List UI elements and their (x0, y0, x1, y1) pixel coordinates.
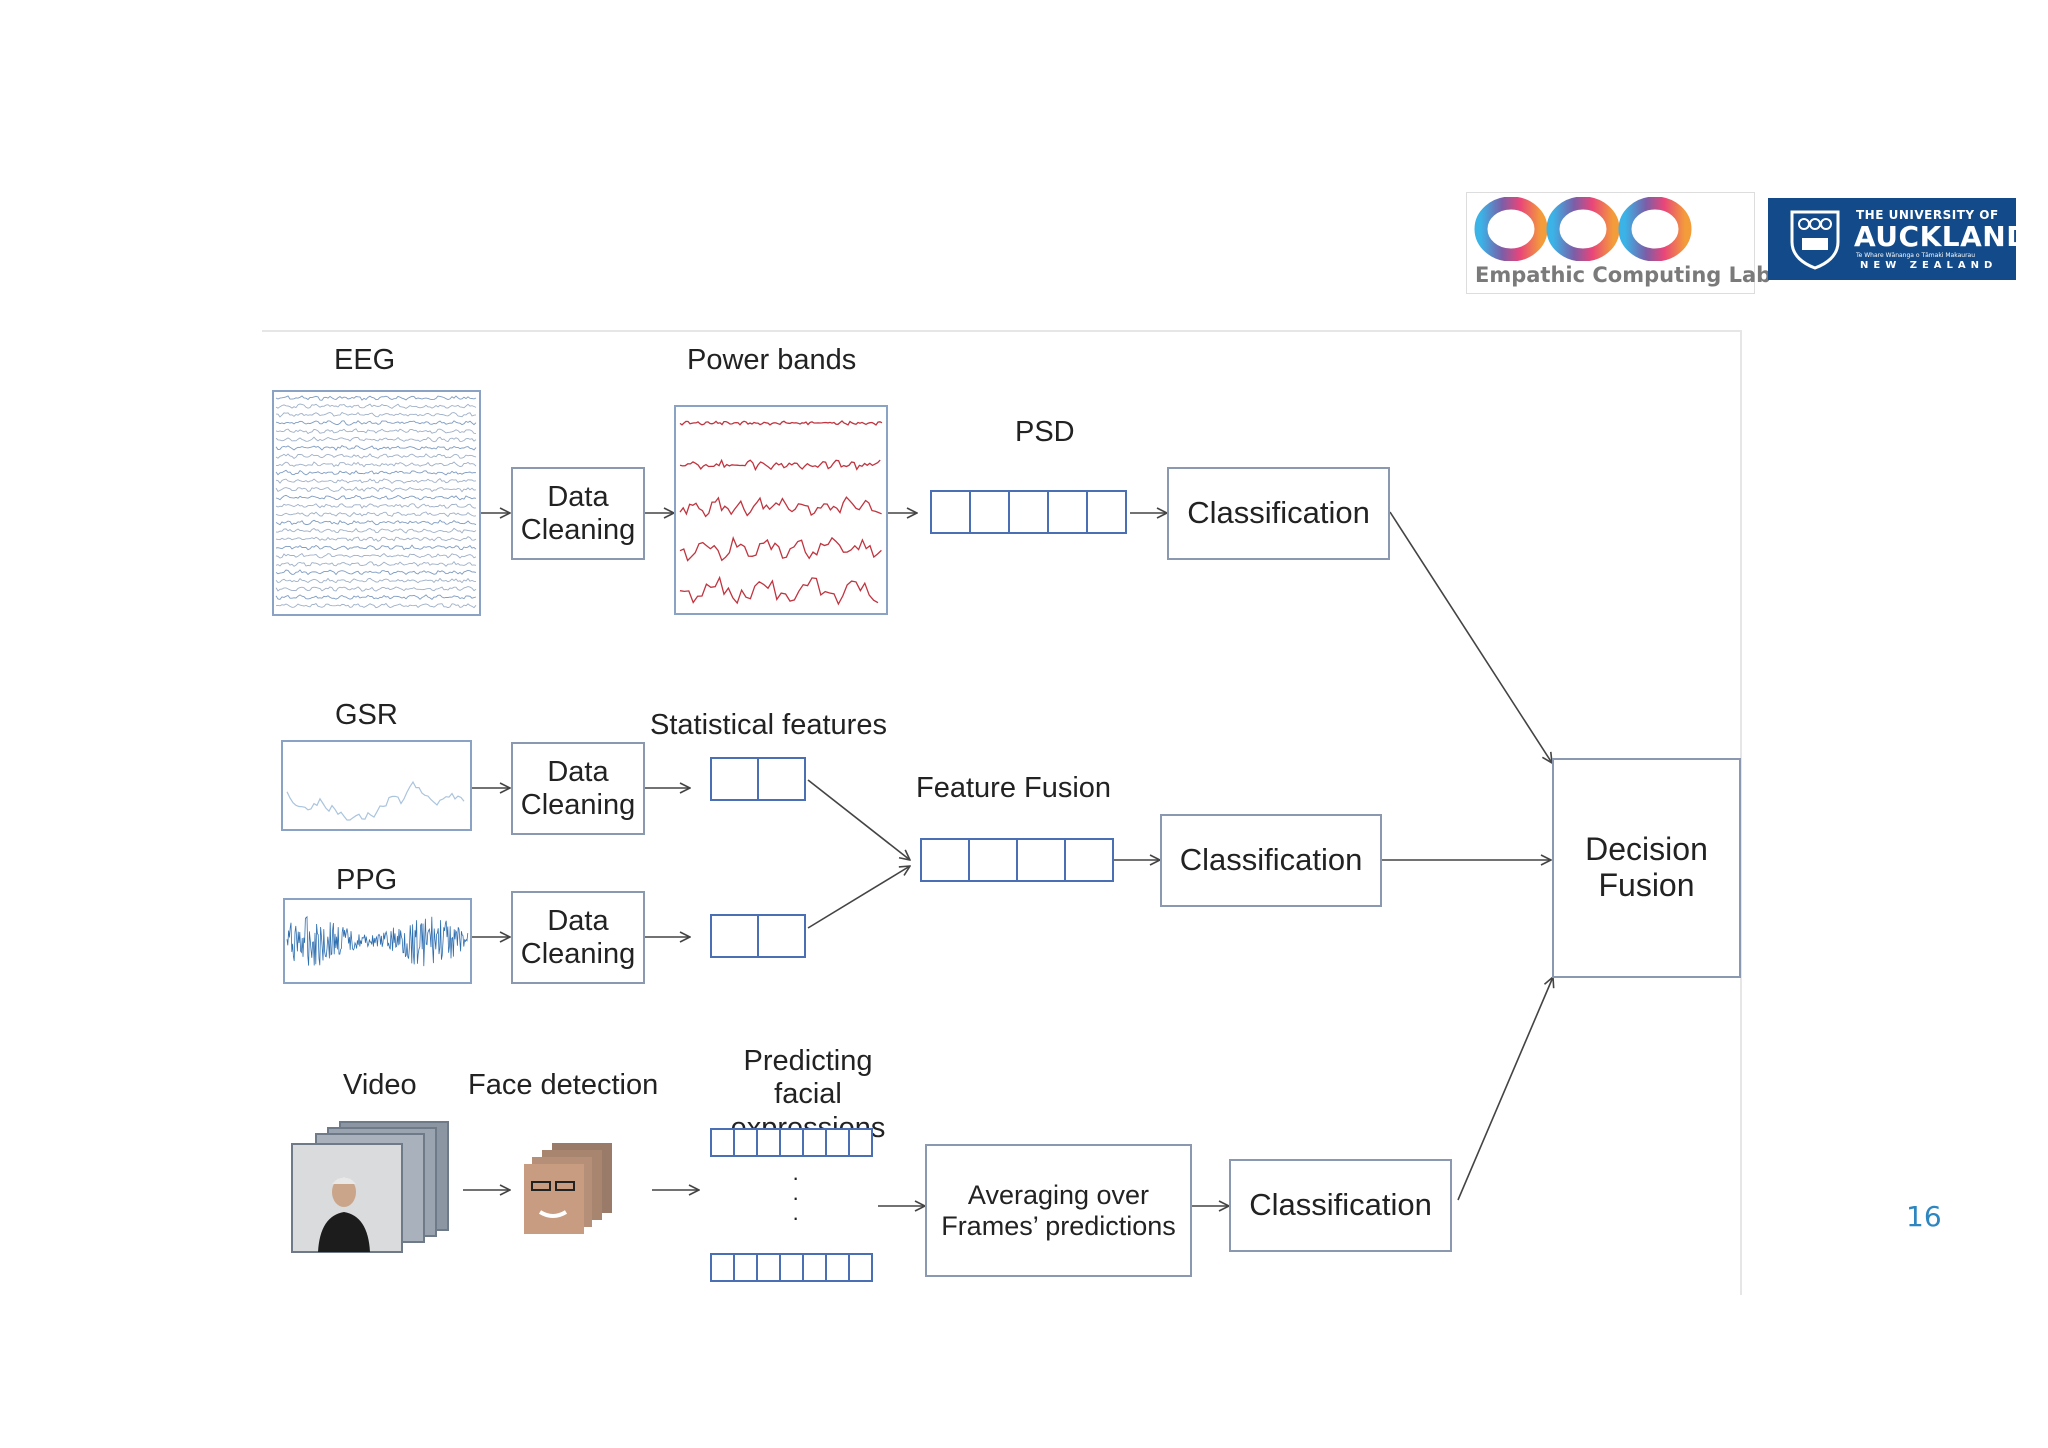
physio-classification-text: Classification (1179, 842, 1363, 878)
decision-fusion-text: Decision Fusion (1585, 831, 1708, 903)
statistical-features-label: Statistical features (650, 709, 887, 741)
eeg-channel-trace (275, 586, 477, 592)
eeg-channel-trace (275, 420, 477, 426)
eeg-channel-trace (275, 494, 477, 501)
ppg-cleaning-text: Data Cleaning (520, 905, 636, 970)
eeg-classification-text: Classification (1187, 495, 1370, 531)
university-line-1: THE UNIVERSITY OF (1856, 208, 1999, 222)
power-band-trace (679, 575, 879, 606)
lab-name: Empathic Computing Lab (1475, 263, 1772, 287)
video-classification-text: Classification (1249, 1187, 1432, 1223)
university-line-4: NEW ZEALAND (1860, 260, 1998, 271)
face-detection-label: Face detection (468, 1069, 659, 1101)
infinity-loops-icon (1474, 197, 1692, 261)
eeg-data-cleaning-box: Data Cleaning (511, 467, 645, 560)
feature-fusion-label: Feature Fusion (916, 772, 1112, 804)
gsr-data-cleaning-box: Data Cleaning (511, 742, 645, 835)
ppg-trace (286, 915, 469, 967)
eeg-label: EEG (334, 344, 396, 376)
eeg-channel-trace (275, 536, 477, 542)
eeg-channel-trace (275, 428, 477, 435)
empathic-computing-lab-logo: Empathic Computing Lab (1466, 192, 1771, 294)
page-number: 16 (1906, 1200, 1942, 1233)
eeg-channel-trace (275, 527, 477, 534)
eeg-channel-trace (275, 411, 477, 418)
eeg-classification-box: Classification (1167, 467, 1390, 560)
ppg-label: PPG (336, 864, 398, 896)
university-line-2: AUCKLAND (1854, 220, 2030, 253)
eeg-channel-trace (275, 519, 477, 526)
face-crops-stack (524, 1140, 614, 1235)
arrow-eeg-classification-to-decision (1389, 511, 1552, 763)
frame-prediction-vector-first (710, 1128, 873, 1157)
power-band-trace (679, 420, 883, 426)
eeg-channel-trace (275, 395, 477, 401)
decision-fusion-box: Decision Fusion (1552, 758, 1741, 978)
eeg-channel-trace (275, 461, 477, 468)
arrow-gsr-features-to-fusion (807, 779, 910, 860)
arrow-video-classification-to-decision (1457, 977, 1553, 1201)
university-crest-icon (1790, 210, 1840, 270)
eeg-channel-trace (275, 477, 477, 484)
eeg-cleaning-text: Data Cleaning (520, 481, 636, 546)
gsr-statistical-vector (710, 757, 806, 801)
power-band-trace (679, 535, 882, 562)
arrow-ppg-features-to-fusion (807, 866, 910, 929)
power-bands-label: Power bands (687, 344, 857, 376)
gsr-label: GSR (335, 699, 398, 731)
power-bands-thumbnail (674, 405, 888, 615)
psd-label: PSD (1015, 416, 1075, 448)
power-band-trace (679, 458, 881, 472)
gsr-cleaning-text: Data Cleaning (520, 756, 636, 821)
ppg-data-cleaning-box: Data Cleaning (511, 891, 645, 984)
averaging-frames-text: Averaging over Frames’ predictions (941, 1180, 1176, 1241)
eeg-channel-trace (275, 453, 477, 459)
ppg-signal-thumbnail (283, 898, 472, 984)
fused-feature-vector (920, 838, 1114, 882)
gsr-signal-thumbnail (281, 740, 472, 831)
physio-classification-box: Classification (1160, 814, 1382, 907)
diagram-panel (262, 330, 1742, 1295)
eeg-channel-trace (275, 602, 477, 609)
ppg-statistical-vector (710, 914, 806, 958)
face-crops-icon (524, 1143, 612, 1234)
video-label: Video (343, 1069, 417, 1101)
eeg-channel-trace (275, 594, 477, 601)
ppg-waveform (286, 915, 469, 967)
eeg-channel-trace (275, 577, 477, 584)
eeg-channel-trace (275, 560, 477, 567)
eeg-traces (275, 395, 477, 609)
eeg-channel-trace (275, 403, 477, 409)
eeg-channel-trace (275, 553, 477, 559)
eeg-channel-trace (275, 503, 477, 509)
university-of-auckland-logo: THE UNIVERSITY OF AUCKLAND Te Whare Wāna… (1768, 198, 2029, 280)
video-frames-stack (290, 1120, 450, 1255)
video-frames-icon (291, 1121, 449, 1253)
eeg-channel-trace (275, 544, 477, 551)
eeg-channel-trace (275, 436, 477, 443)
frame-prediction-vector-last (710, 1253, 873, 1282)
eeg-channel-trace (275, 486, 477, 493)
video-classification-box: Classification (1229, 1159, 1452, 1252)
eeg-channel-trace (275, 511, 477, 518)
eeg-channel-trace (275, 445, 477, 451)
gsr-trace (286, 780, 465, 821)
eeg-channel-trace (275, 469, 477, 476)
university-line-3: Te Whare Wānanga o Tāmaki Makaurau (1856, 252, 1976, 259)
psd-feature-vector (930, 490, 1127, 534)
power-band-trace (679, 496, 882, 518)
power-band-traces (679, 420, 883, 606)
gsr-waveform (286, 780, 465, 821)
vertical-ellipsis: · · · (792, 1165, 800, 1230)
averaging-frames-box: Averaging over Frames’ predictions (925, 1144, 1192, 1277)
eeg-channel-trace (275, 569, 477, 576)
eeg-signal-thumbnail (272, 390, 481, 616)
